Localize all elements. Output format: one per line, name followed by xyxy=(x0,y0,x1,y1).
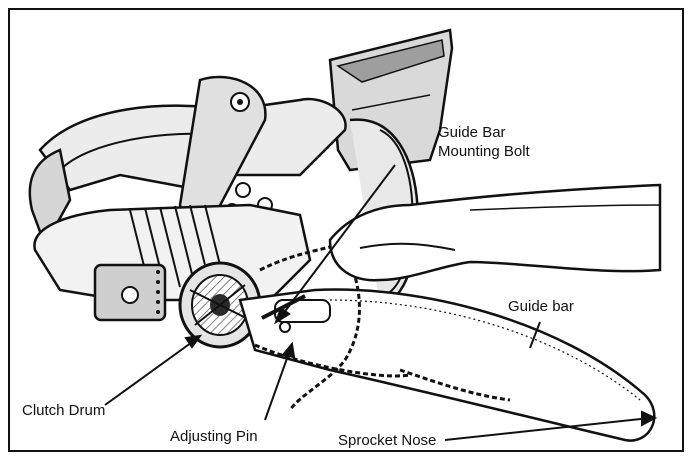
label-guide-bar: Guide bar xyxy=(508,298,574,315)
label-sprocket-nose: Sprocket Nose xyxy=(338,432,437,449)
label-guide-bar-mounting-bolt-line2: Mounting Bolt xyxy=(438,143,530,160)
label-clutch-drum: Clutch Drum xyxy=(22,402,106,419)
pointer-lines xyxy=(104,164,658,441)
clutch-drum xyxy=(178,261,262,349)
diagram-frame xyxy=(8,8,684,452)
hand xyxy=(328,183,662,282)
guide-bar xyxy=(238,288,656,442)
top-handle xyxy=(28,75,347,248)
label-adjusting-pin: Adjusting Pin xyxy=(170,428,258,445)
label-guide-bar-mounting-bolt-line1: Guide Bar xyxy=(438,124,506,141)
